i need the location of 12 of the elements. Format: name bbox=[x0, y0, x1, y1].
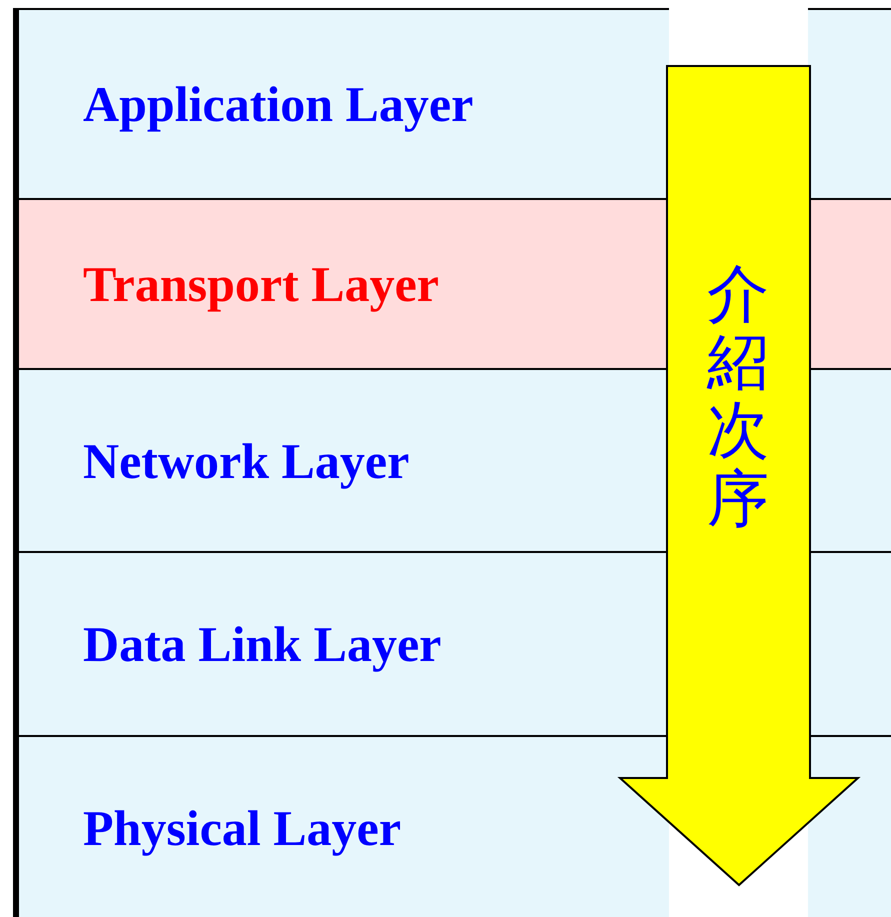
layer-band bbox=[13, 368, 669, 553]
arrow-label: 介紹次序 bbox=[707, 260, 769, 533]
layer-name: Physical Layer bbox=[83, 799, 402, 857]
layer-band bbox=[13, 551, 669, 737]
layer-band bbox=[13, 735, 669, 917]
layer-band bbox=[13, 198, 669, 370]
layer-name: Data Link Layer bbox=[83, 615, 442, 673]
layer-name: Application Layer bbox=[83, 75, 474, 133]
layer-name: Transport Layer bbox=[83, 255, 439, 313]
layer-name: Network Layer bbox=[83, 432, 410, 490]
layer-band bbox=[13, 8, 669, 200]
down-arrow-shape bbox=[619, 65, 860, 887]
